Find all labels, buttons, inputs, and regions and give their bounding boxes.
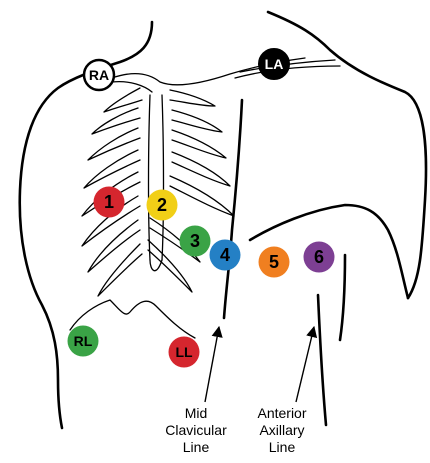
electrode-V5: 5 — [259, 247, 290, 278]
electrode-ll-label: LL — [175, 344, 193, 360]
electrode-RA: RA — [84, 60, 114, 90]
anterior-axillary-arrow — [296, 327, 314, 402]
electrode-v4-label: 4 — [220, 245, 230, 265]
anterior-axillary-line-2: Axillary — [259, 422, 304, 438]
anterior-axillary-line-3: Line — [269, 439, 296, 455]
mid-clavicular-arrow — [205, 327, 219, 402]
electrode-LA: LA — [259, 49, 289, 79]
torso-outline — [20, 12, 426, 428]
electrode-RL: RL — [68, 326, 99, 357]
clavicles — [112, 58, 340, 92]
anterior-axillary-caption: Anterior Axillary Line — [257, 405, 306, 455]
electrode-V6: 6 — [304, 242, 335, 273]
electrode-v3-label: 3 — [190, 231, 200, 251]
electrode-rl-label: RL — [74, 333, 93, 349]
electrode-v1-label: 1 — [104, 192, 114, 212]
electrode-v2-label: 2 — [157, 195, 167, 215]
mid-clavicular-caption: Mid Clavicular Line — [165, 405, 227, 455]
anterior-axillary-line-1: Anterior — [257, 405, 306, 421]
mid-clavicular-line-3: Line — [183, 439, 210, 455]
electrode-V3: 3 — [180, 226, 211, 257]
electrode-V1: 1 — [94, 187, 125, 218]
electrode-ra-label: RA — [89, 67, 109, 83]
mid-clavicular-line-1: Mid — [185, 405, 208, 421]
electrode-v5-label: 5 — [269, 252, 279, 272]
electrode-la-label: LA — [265, 56, 284, 72]
electrode-v6-label: 6 — [314, 247, 324, 267]
mid-clavicular-line-2: Clavicular — [165, 422, 227, 438]
caption-arrows — [205, 327, 314, 402]
electrode-V4: 4 — [210, 240, 241, 271]
electrode-LL: LL — [169, 337, 200, 368]
electrode-V2: 2 — [147, 190, 178, 221]
